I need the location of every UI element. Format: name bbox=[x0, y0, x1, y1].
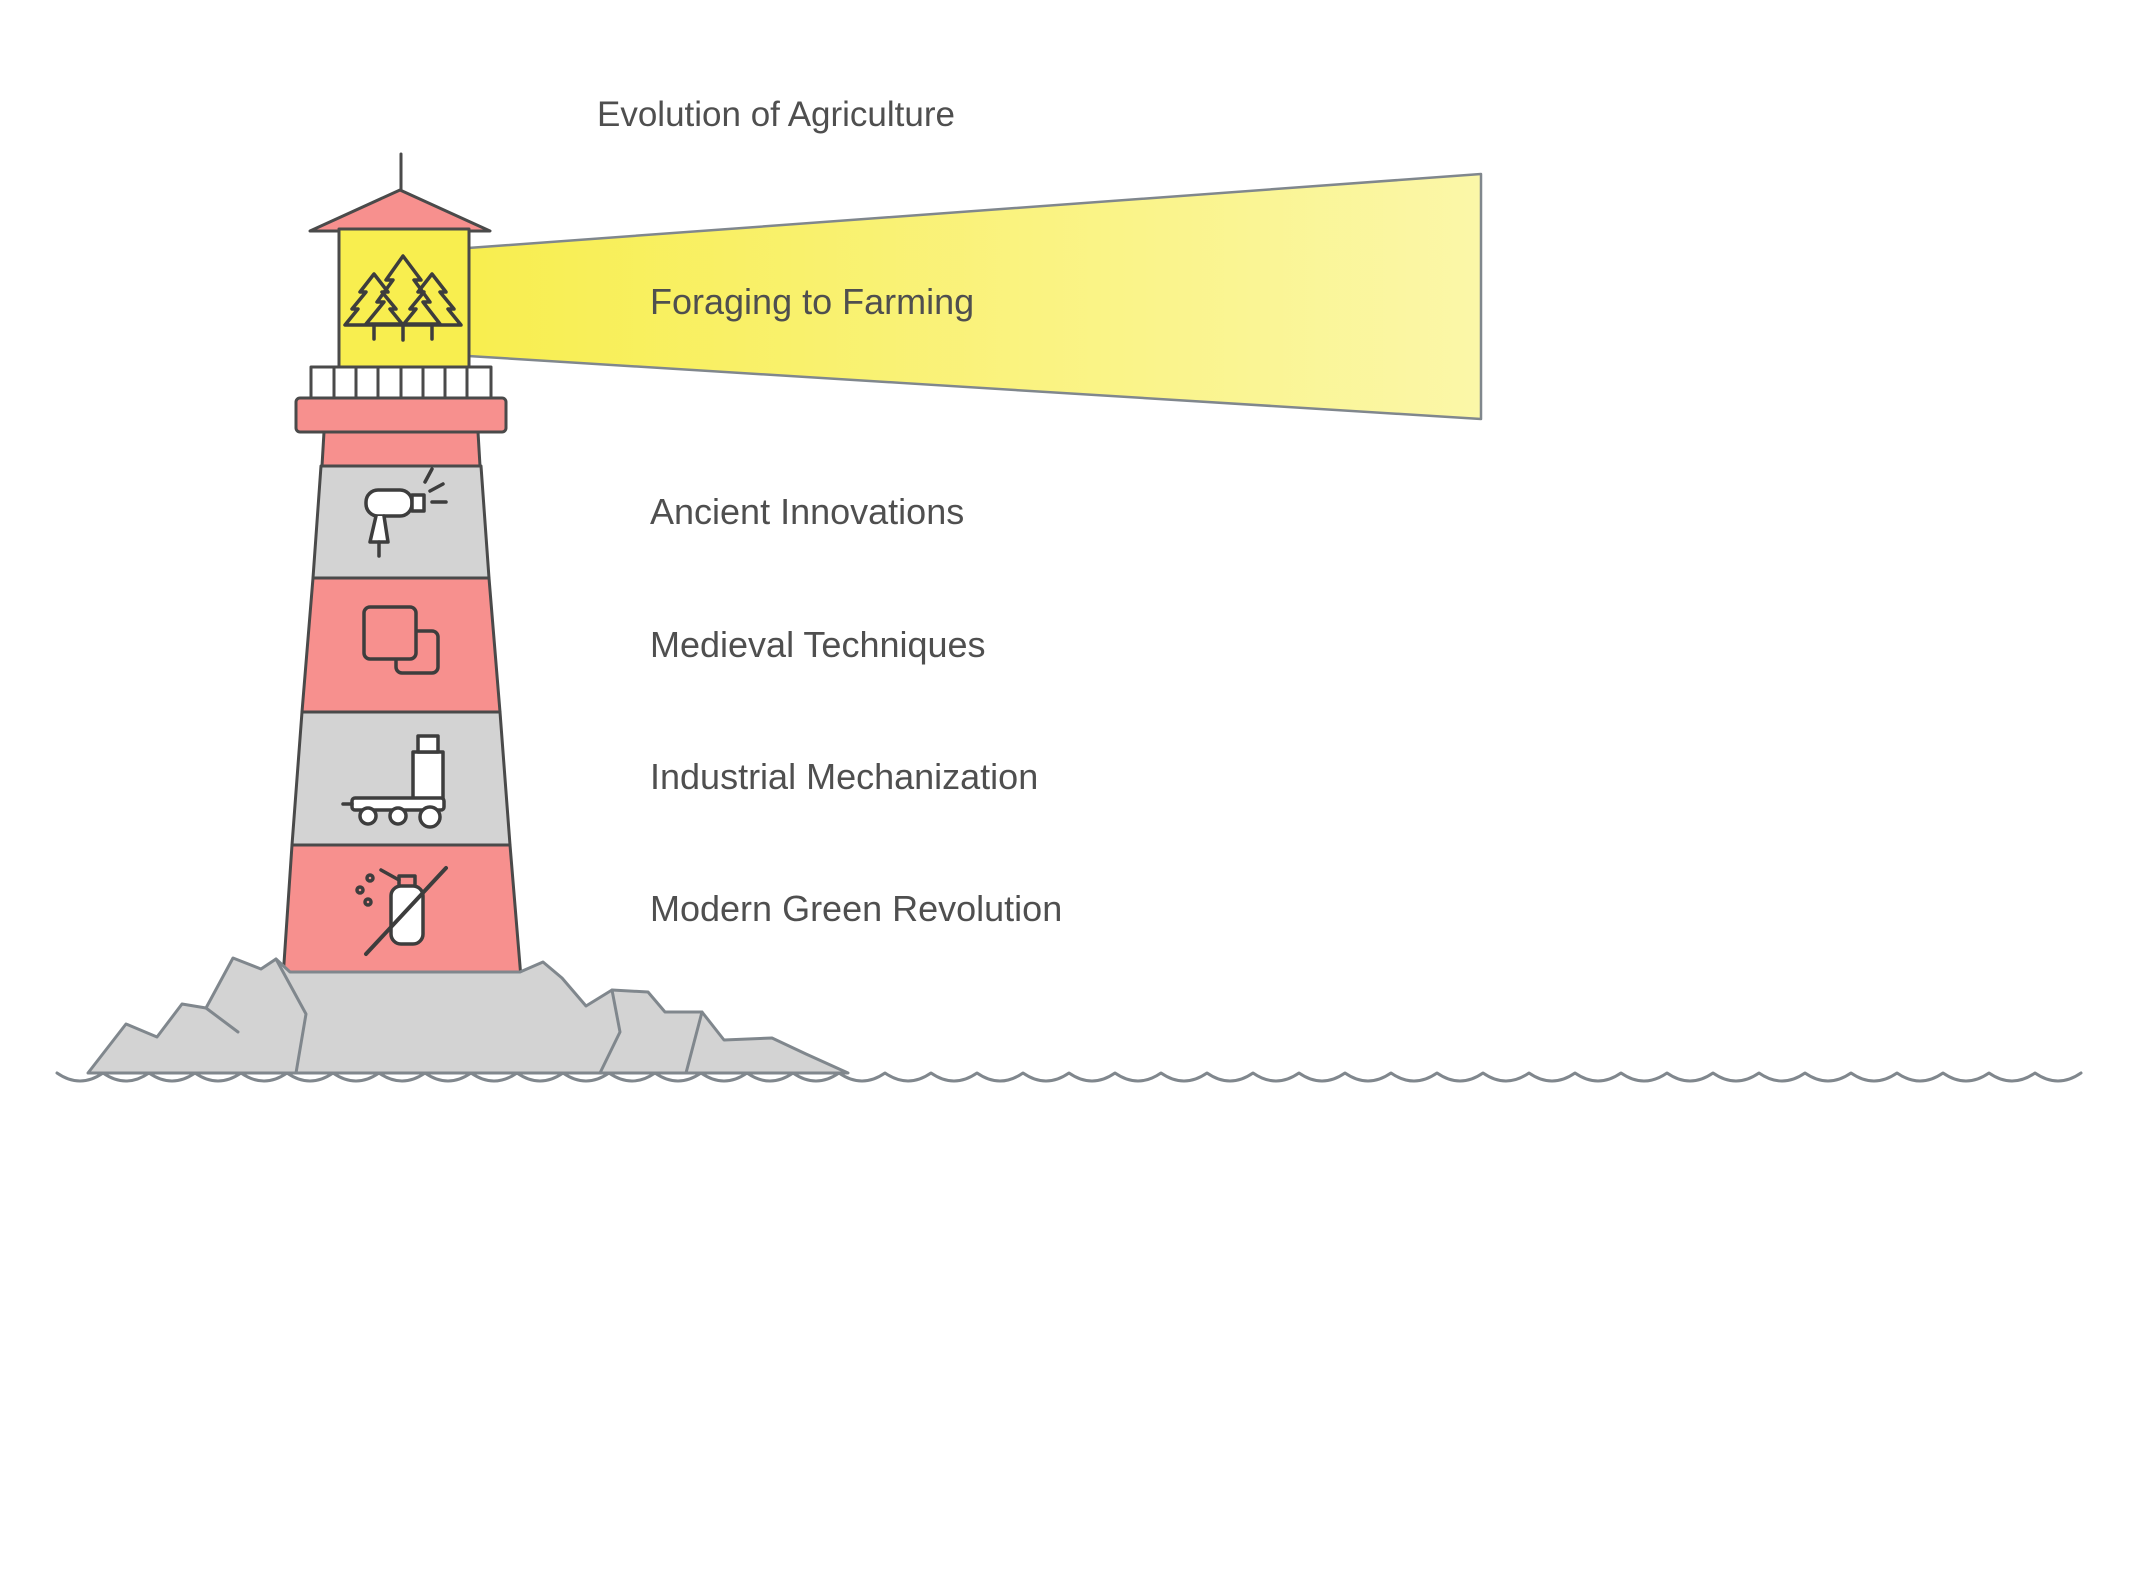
stage-label-foraging: Foraging to Farming bbox=[650, 281, 974, 322]
roof bbox=[308, 188, 492, 233]
spray-dot-1 bbox=[365, 873, 375, 883]
light-beam bbox=[466, 172, 1483, 421]
pine-trees-icon bbox=[343, 254, 463, 342]
tower-collar bbox=[320, 430, 482, 468]
square-front bbox=[362, 605, 418, 661]
heat-gun-nozzle bbox=[410, 493, 426, 513]
spray-dot-2 bbox=[355, 885, 365, 895]
locomotive-wheel-3 bbox=[418, 805, 442, 829]
rock-facets bbox=[204, 957, 704, 1075]
spray-dot-3 bbox=[363, 897, 373, 907]
rocks bbox=[86, 956, 850, 1075]
water-line bbox=[55, 1071, 2083, 1083]
lamp-room bbox=[337, 227, 471, 369]
heat-gun-body bbox=[364, 488, 414, 518]
locomotive-wheel-1 bbox=[358, 806, 378, 826]
tree-middle bbox=[364, 254, 442, 342]
gallery-bars bbox=[332, 365, 469, 400]
locomotive-icon bbox=[341, 734, 446, 829]
stage-label-modern: Modern Green Revolution bbox=[650, 888, 1062, 929]
sprayer-slash bbox=[364, 866, 448, 956]
stage-label-ancient: Ancient Innovations bbox=[650, 491, 964, 532]
sprayer-tank bbox=[389, 884, 425, 946]
stage-label-industrial: Industrial Mechanization bbox=[650, 756, 1038, 797]
gallery-deck bbox=[294, 396, 508, 434]
diagram-title: Evolution of Agriculture bbox=[597, 95, 955, 134]
stage-label-medieval: Medieval Techniques bbox=[650, 624, 986, 665]
heat-gun-rays bbox=[423, 467, 448, 504]
locomotive-wheel-2 bbox=[388, 806, 408, 826]
overlapping-squares-icon bbox=[362, 605, 440, 675]
locomotive-chimney bbox=[416, 734, 440, 754]
sprayer-nozzle bbox=[379, 868, 401, 882]
sprayer-icon bbox=[355, 866, 448, 956]
tower-segment-gray-1 bbox=[311, 464, 491, 580]
locomotive-cab bbox=[411, 750, 445, 806]
heat-gun-icon bbox=[364, 467, 448, 558]
